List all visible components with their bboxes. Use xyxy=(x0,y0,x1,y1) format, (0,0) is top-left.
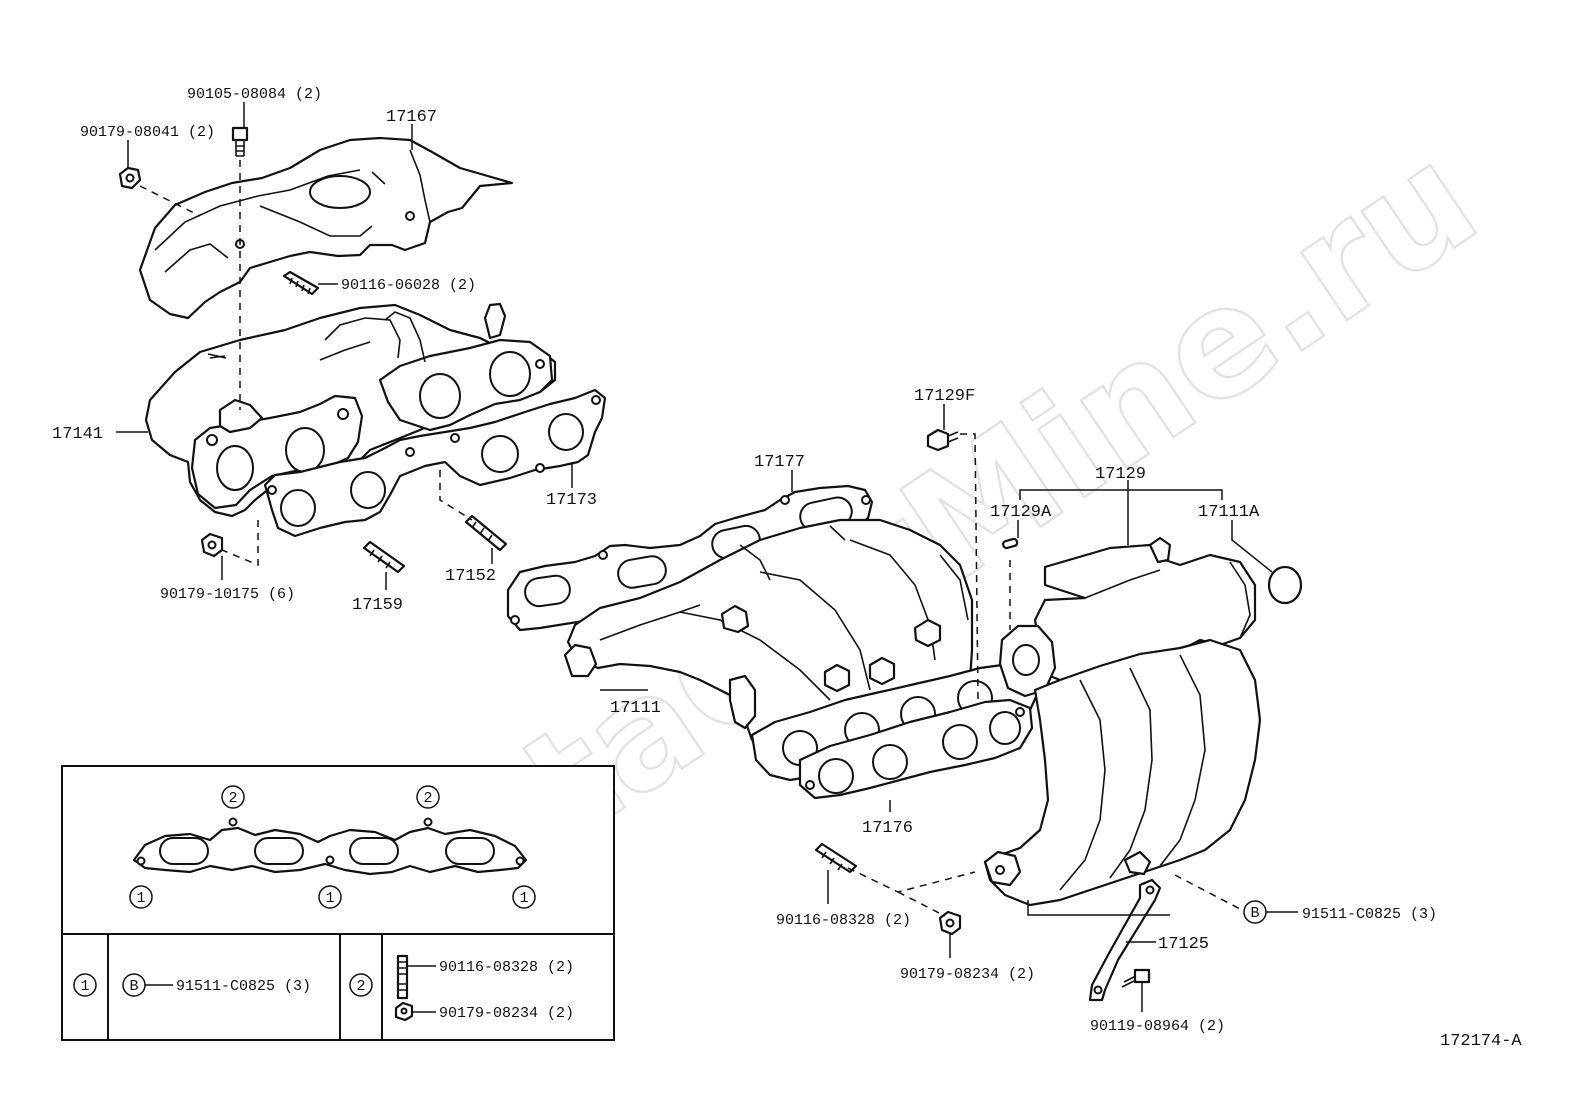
label-90116-08328: 90116-08328 (2) xyxy=(776,912,911,929)
heat-insulator-17167 xyxy=(138,136,514,320)
nut-90179-08234 xyxy=(938,910,962,936)
svg-text:2: 2 xyxy=(423,790,432,807)
label-17129: 17129 xyxy=(1095,465,1146,484)
label-17111A: 17111A xyxy=(1198,503,1260,522)
label-91511-C0825: 91511-C0825 (3) xyxy=(1302,906,1437,923)
legend-row2-part-a: 90116-08328 (2) xyxy=(439,959,574,976)
label-17177: 17177 xyxy=(754,453,805,472)
marker-b-right: B xyxy=(1243,900,1267,924)
label-17111: 17111 xyxy=(610,699,661,718)
bracket-17125 xyxy=(1088,878,1162,1002)
label-17129A: 17129A xyxy=(990,503,1052,522)
stud-17159 xyxy=(362,540,406,574)
label-17173: 17173 xyxy=(546,491,597,510)
nut-90179-08041 xyxy=(118,166,142,190)
label-17159: 17159 xyxy=(352,596,403,615)
stud-small-left xyxy=(207,353,227,359)
svg-text:2: 2 xyxy=(356,978,365,995)
bolt-90119-08964 xyxy=(1121,968,1151,988)
surge-tank xyxy=(983,536,1303,907)
bolt-90105-08084 xyxy=(231,126,249,157)
stud-17152 xyxy=(464,514,508,552)
svg-text:2: 2 xyxy=(228,790,237,807)
bolt-17129F xyxy=(926,428,959,452)
legend-box: 2 2 1 1 1 1 B 91511-C0825 (3) 2 90116-08… xyxy=(61,765,615,1041)
label-17129F: 17129F xyxy=(914,387,975,406)
legend-row2-part-b: 90179-08234 (2) xyxy=(439,1005,574,1022)
label-17141: 17141 xyxy=(52,425,103,444)
label-90119-08964: 90119-08964 (2) xyxy=(1090,1018,1225,1035)
label-90179-08234: 90179-08234 (2) xyxy=(900,966,1035,983)
label-17125: 17125 xyxy=(1158,935,1209,954)
label-90179-10175: 90179-10175 (6) xyxy=(160,586,295,603)
svg-text:1: 1 xyxy=(325,890,334,907)
exhaust-gasket-17173 xyxy=(263,388,607,538)
label-17167: 17167 xyxy=(386,108,437,127)
label-17176: 17176 xyxy=(862,819,913,838)
nut-90179-10175 xyxy=(200,532,224,558)
label-90116-06028: 90116-06028 (2) xyxy=(341,277,476,294)
svg-text:1: 1 xyxy=(80,978,89,995)
svg-text:1: 1 xyxy=(136,890,145,907)
pin-17129A xyxy=(1002,537,1019,550)
legend-row1-part: 91511-C0825 (3) xyxy=(176,978,311,995)
stud-90116-06028 xyxy=(282,270,320,296)
label-17152: 17152 xyxy=(445,567,496,586)
svg-text:B: B xyxy=(129,978,138,995)
label-90179-08041: 90179-08041 (2) xyxy=(80,124,215,141)
exhaust-manifold-17141 xyxy=(144,302,557,518)
intake-gasket-17176 xyxy=(798,698,1034,800)
label-90105-08084: 90105-08084 (2) xyxy=(187,86,322,103)
diagram-code: 172174-A xyxy=(1440,1032,1522,1051)
svg-text:B: B xyxy=(1250,905,1259,922)
stud-90116-08328 xyxy=(814,842,858,874)
svg-text:1: 1 xyxy=(519,890,528,907)
